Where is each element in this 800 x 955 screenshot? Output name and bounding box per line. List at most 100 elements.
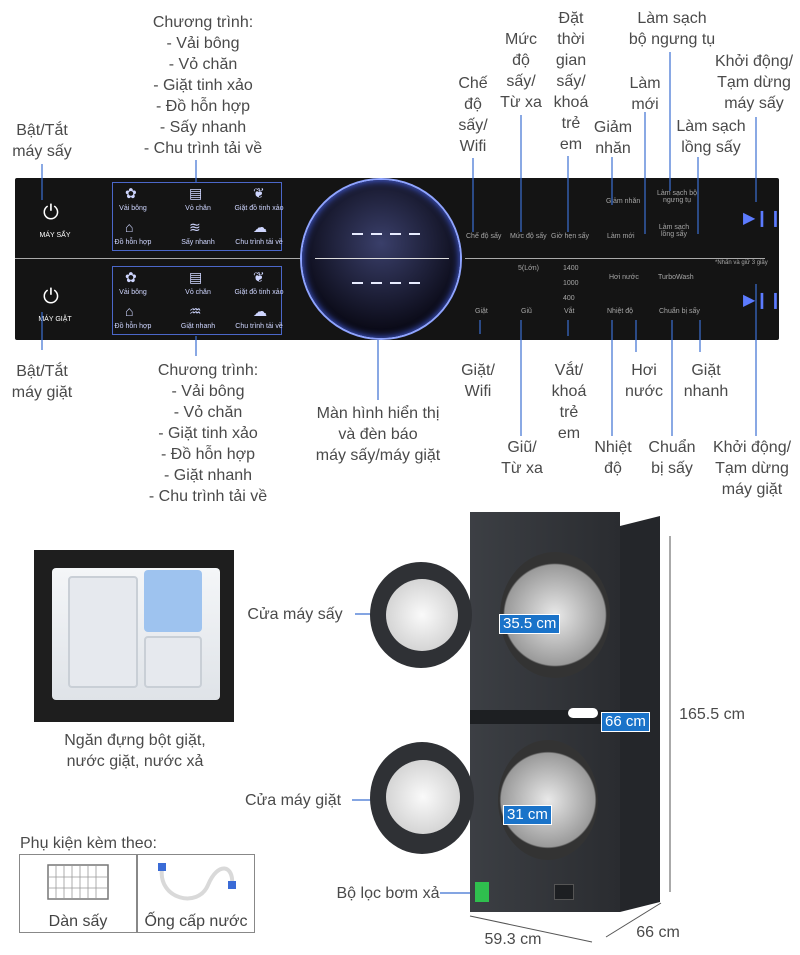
dryer-btn-refresh[interactable]: Làm mới [607,233,635,240]
washer-btn-wash[interactable]: Giặt [475,308,488,315]
washer-btn-spin[interactable]: Vắt [564,308,575,315]
dryer-btn-anticrease[interactable]: Giảm nhăn [606,198,641,205]
washer-program-box: ✿ Vải bông ▤ Vỏ chăn ❦ Giặt đồ tinh xảo … [112,266,284,335]
dryer-btn-mode[interactable]: Chế độ sấy [466,233,502,240]
dryer-door-image [370,562,472,668]
washer-door-image [370,742,474,854]
dim-dryer-door: 35.5 cm [499,614,561,634]
label-height: 165.5 cm [679,706,745,723]
washer-program-quick[interactable]: Giặt nhanh [180,323,216,330]
washer-btn-steam[interactable]: Hơi nước [609,274,639,281]
dryer-program-box: ✿ Vải bông ▤ Vỏ chăn ❦ Giặt đồ tinh xảo … [112,182,284,251]
dim-washer-door: 31 cm [503,805,552,825]
dryer-btn-clean-drum[interactable]: Làm sạch lồng sấy [658,224,690,238]
label-depth: 66 cm [636,924,680,941]
display-ring [302,180,460,338]
drying-rack-icon [47,864,109,900]
label-washer-door: Cửa máy giặt [244,792,342,809]
washtower-image [470,512,660,912]
water-hose-icon [158,863,236,901]
quick-wash-icon: ♒ [189,303,202,319]
dim-depth-mid: 66 cm [601,712,650,732]
washer-btn-rinse[interactable]: Giũ [521,308,532,315]
washer-rinse-value: 5(Lớn) [518,265,539,272]
dryer-program-quick[interactable]: Sấy nhanh [181,239,215,246]
label-clean-condenser: Làm sạch bộ ngưng tụ [628,10,716,48]
washer-btn-turbo[interactable]: TurboWash [658,274,694,281]
label-pump-filter: Bộ lọc bơm xả [336,885,440,902]
accessory-water-hose: Ống cấp nước [137,854,255,933]
label-anti-crease: Giảm nhăn [593,119,633,157]
dryer-program-cotton[interactable]: Vải bông [119,205,147,212]
hold-note: *Nhấn và giữ 3 giây [715,260,768,266]
label-washer-power: Bật/Tắt máy giặt [11,363,73,401]
display-digit [390,233,401,235]
dryer-btn-clean-condenser[interactable]: Làm sạch bộ ngưng tụ [656,190,698,204]
label-temperature: Nhiệt độ [594,439,632,477]
mixed-icon: ⌂ [125,303,134,319]
washer-program-duvet[interactable]: Vỏ chăn [185,289,211,296]
washer-program-download[interactable]: Chu trình tải về [235,323,283,330]
label-dry-mode-wifi: Chế độ sấy/ Wifi [458,75,488,155]
dryer-program-download[interactable]: Chu trình tải về [235,239,283,246]
dryer-program-mixed[interactable]: Đồ hỗn hợp [114,239,152,246]
accessories-title: Phụ kiện kèm theo: [20,835,157,852]
duvet-icon: ▤ [189,185,203,201]
washer-start-pause-button[interactable]: ▶❙❙ [743,292,783,309]
label-wash-wifi: Giặt/ Wifi [461,362,495,400]
label-quick-wash: Giặt nhanh [683,362,729,400]
panel-divider-right [465,258,765,259]
label-display: Màn hình hiển thị và đèn báo máy sấy/máy… [315,405,441,464]
dryer-power-button[interactable]: ⏻ MÁY SẤY [29,202,81,242]
quick-dry-icon: ≋ [189,219,201,235]
download-icon: ☁ [253,219,267,235]
washer-program-delicate[interactable]: Giặt đồ tinh xảo [234,289,284,296]
accessory-drying-rack: Dàn sấy [19,854,137,933]
label-set-time-lock: Đặt thời gian sấy/ khoá trẻ em [553,10,589,153]
control-panel: ⏻ MÁY SẤY ⏻ MÁY GIẶT ✿ Vải bông ▤ Vỏ chă… [15,178,783,340]
power-icon: ⏻ [43,286,59,308]
washer-program-mixed[interactable]: Đồ hỗn hợp [114,323,152,330]
display-digit [352,233,363,235]
label-prep-dry: Chuẩn bị sấy [648,439,696,477]
accessory-1-label: Dàn sấy [48,913,108,930]
display-digit [371,282,382,284]
display-digit [371,233,382,235]
label-dryer-power: Bật/Tắt máy sấy [12,122,72,160]
dryer-btn-level[interactable]: Mức độ sấy [510,233,547,240]
washer-spin-value-1: 1400 [563,265,579,272]
washer-spin-value-3: 400 [563,295,575,302]
label-dryer-start-pause: Khởi động/ Tạm dừng máy sấy [714,53,794,112]
label-spin-lock: Vắt/ khoá trẻ em [551,362,587,442]
display-divider [315,258,449,259]
dryer-program-duvet[interactable]: Vỏ chăn [185,205,211,212]
dryer-label: MÁY SẤY [39,232,71,239]
delicate-icon: ❦ [253,185,265,201]
washer-btn-temp[interactable]: Nhiệt độ [607,308,634,315]
dryer-btn-time[interactable]: Giờ hẹn sấy [551,233,590,240]
power-icon: ⏻ [43,202,59,224]
delicate-icon: ❦ [253,269,265,285]
display-digit [352,282,363,284]
label-width: 59.3 cm [484,931,542,948]
dryer-start-pause-button[interactable]: ▶❙❙ [743,210,783,227]
display-digit [409,282,420,284]
washer-spin-value-2: 1000 [563,280,579,287]
washer-program-cotton[interactable]: Vải bông [119,289,147,296]
label-rinse-remote: Giũ/ Từ xa [501,439,543,477]
label-steam: Hơi nước [624,362,664,400]
duvet-icon: ▤ [189,269,203,285]
dryer-program-delicate[interactable]: Giặt đồ tinh xảo [234,205,284,212]
washer-power-button[interactable]: ⏻ MÁY GIẶT [29,286,81,326]
label-dryer-door: Cửa máy sấy [247,606,343,623]
label-clean-drum: Làm sạch lồng sấy [676,118,746,156]
cotton-icon: ✿ [125,185,137,201]
download-icon: ☁ [253,303,267,319]
panel-divider-left [15,258,305,259]
detergent-drawer-image [34,550,234,722]
cotton-icon: ✿ [125,269,137,285]
accessory-2-label: Ống cấp nước [144,913,248,930]
washer-btn-prep[interactable]: Chuẩn bị sấy [659,308,700,315]
mixed-icon: ⌂ [125,219,134,235]
label-detergent: Ngăn đựng bột giặt, nước giặt, nước xả [64,732,206,770]
